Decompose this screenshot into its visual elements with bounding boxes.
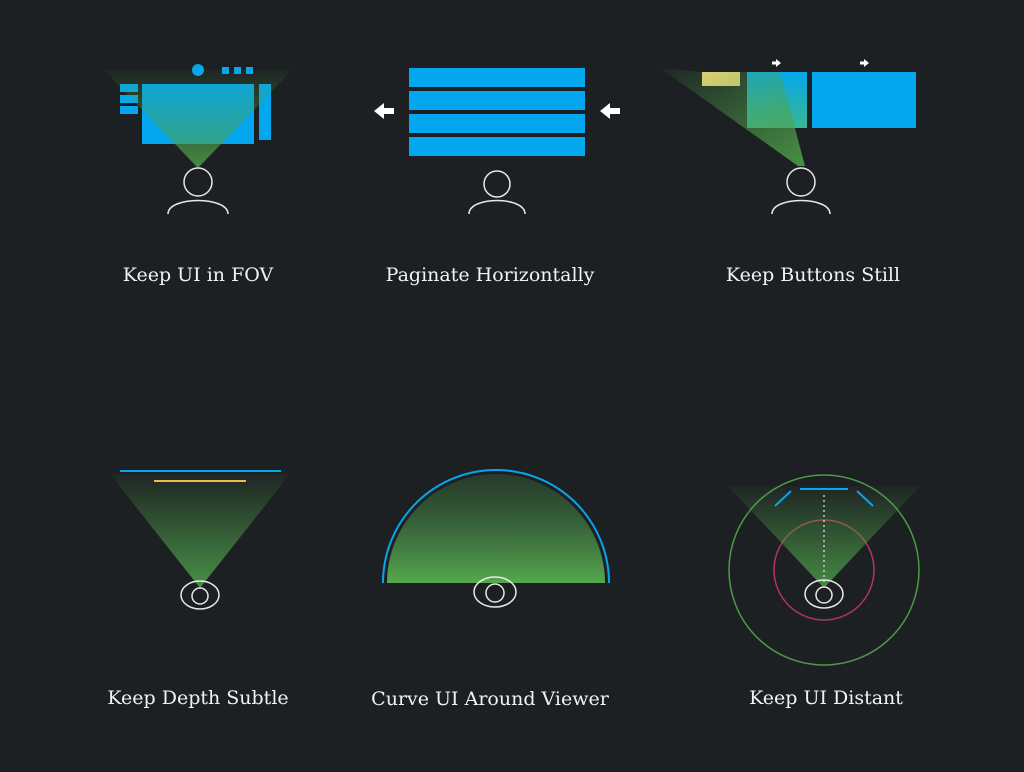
fov-area (387, 474, 605, 583)
caption-paginate-horizontally: Paginate Horizontally (385, 264, 595, 286)
fov-cone (104, 70, 292, 168)
page-row-1 (409, 68, 585, 87)
caption-keep-buttons-still: Keep Buttons Still (725, 264, 901, 286)
eye-icon (180, 580, 220, 610)
left-arrow-icon (600, 103, 620, 119)
panel-curve-ui-around-viewer (382, 469, 610, 608)
panel-keep-depth-subtle (110, 470, 290, 610)
fov-cone (110, 474, 290, 588)
panel-keep-ui-distant (728, 474, 920, 666)
page-row-4 (409, 137, 585, 156)
panel-paginate-horizontally (374, 68, 620, 215)
ui-segment-right (856, 490, 874, 507)
panel-keep-buttons-still (660, 59, 916, 215)
person-icon (468, 170, 526, 215)
eye-icon (804, 579, 844, 609)
page-row-2 (409, 91, 585, 110)
right-arrow-icon (772, 59, 781, 67)
moving-panel-2 (812, 72, 916, 128)
eye-icon (473, 576, 517, 608)
person-icon (771, 167, 831, 215)
ui-segment-left (774, 490, 792, 507)
page-row-3 (409, 114, 585, 133)
person-icon (167, 167, 229, 215)
side-tab-2 (120, 95, 138, 103)
far-ring (728, 474, 920, 666)
curved-ui (382, 469, 610, 584)
caption-keep-ui-in-fov: Keep UI in FOV (122, 264, 274, 286)
side-tab-3 (120, 106, 138, 114)
left-arrow-icon (374, 103, 394, 119)
caption-keep-ui-distant: Keep UI Distant (749, 687, 903, 709)
right-arrow-icon (860, 59, 869, 67)
caption-keep-depth-subtle: Keep Depth Subtle (107, 687, 289, 709)
caption-curve-ui-around-viewer: Curve UI Around Viewer (371, 688, 609, 710)
panel-keep-ui-in-fov (104, 64, 292, 215)
fov-cone (660, 68, 805, 166)
